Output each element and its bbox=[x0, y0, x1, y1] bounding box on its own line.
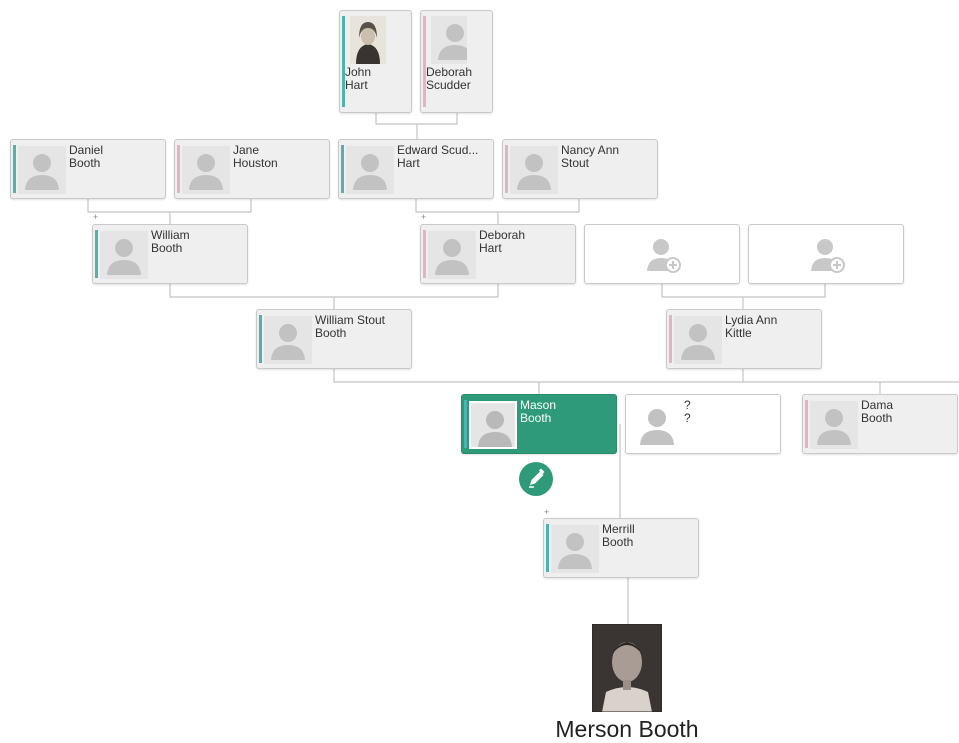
person-first-name: Nancy Ann bbox=[561, 143, 620, 157]
person-silhouette-icon bbox=[346, 146, 394, 194]
person-first-name: ? bbox=[684, 398, 691, 412]
add-father-slot[interactable] bbox=[584, 224, 740, 284]
person-silhouette-icon bbox=[633, 401, 681, 449]
expand-marker[interactable]: + bbox=[93, 212, 99, 222]
expand-marker[interactable]: + bbox=[544, 507, 550, 517]
person-first-name: William bbox=[151, 228, 190, 242]
merson-booth-caption: Merson Booth bbox=[555, 716, 699, 742]
person-last-name: Booth bbox=[602, 535, 634, 549]
person-silhouette-icon bbox=[810, 401, 858, 449]
person-name: ?? bbox=[684, 399, 776, 425]
person-first-name: Daniel bbox=[69, 143, 104, 157]
person-first-name: Edward Scud... bbox=[397, 143, 479, 157]
person-last-name: Booth bbox=[69, 156, 101, 170]
person-last-name: ? bbox=[684, 411, 691, 425]
person-first-name: Deborah bbox=[479, 228, 526, 242]
person-silhouette-icon bbox=[182, 146, 230, 194]
person-silhouette-icon bbox=[100, 231, 148, 279]
person-silhouette-icon bbox=[510, 146, 558, 194]
person-silhouette-icon bbox=[264, 316, 312, 364]
person-last-name: Kittle bbox=[725, 326, 752, 340]
person-silhouette-icon bbox=[428, 231, 476, 279]
person-last-name: Houston bbox=[233, 156, 278, 170]
person-silhouette-icon bbox=[431, 16, 467, 64]
person-first-name: Deborah bbox=[426, 65, 473, 79]
person-last-name: Scudder bbox=[426, 78, 471, 92]
person-silhouette-icon bbox=[469, 401, 517, 449]
person-silhouette-icon bbox=[674, 316, 722, 364]
add-mother-slot[interactable] bbox=[748, 224, 904, 284]
person-last-name: Booth bbox=[520, 411, 552, 425]
person-last-name: Hart bbox=[345, 78, 368, 92]
person-last-name: Booth bbox=[315, 326, 347, 340]
person-first-name: Jane bbox=[233, 143, 260, 157]
person-first-name: John bbox=[345, 65, 372, 79]
portrait-photo bbox=[350, 16, 386, 64]
add-person-icon bbox=[803, 231, 851, 284]
person-first-name: Merrill bbox=[602, 522, 635, 536]
person-silhouette-icon bbox=[18, 146, 66, 194]
add-person-icon bbox=[639, 231, 687, 284]
person-silhouette-icon bbox=[551, 525, 599, 573]
person-first-name: William Stout bbox=[315, 313, 386, 327]
person-last-name: Hart bbox=[397, 156, 420, 170]
pencil-icon[interactable] bbox=[519, 462, 553, 496]
merson-booth-photo bbox=[592, 624, 662, 712]
person-last-name: Stout bbox=[561, 156, 590, 170]
expand-marker[interactable]: + bbox=[421, 212, 427, 222]
person-first-name: Mason bbox=[520, 398, 557, 412]
person-card-unknown-spouse[interactable]: ?? bbox=[625, 394, 781, 454]
person-last-name: Hart bbox=[479, 241, 502, 255]
person-card-edward-hart[interactable]: Edward Scud...Hart bbox=[338, 139, 494, 199]
person-first-name: Lydia Ann bbox=[725, 313, 778, 327]
person-first-name: Dama bbox=[861, 398, 894, 412]
person-last-name: Booth bbox=[151, 241, 183, 255]
person-name: Edward Scud...Hart bbox=[397, 144, 489, 170]
person-last-name: Booth bbox=[861, 411, 893, 425]
